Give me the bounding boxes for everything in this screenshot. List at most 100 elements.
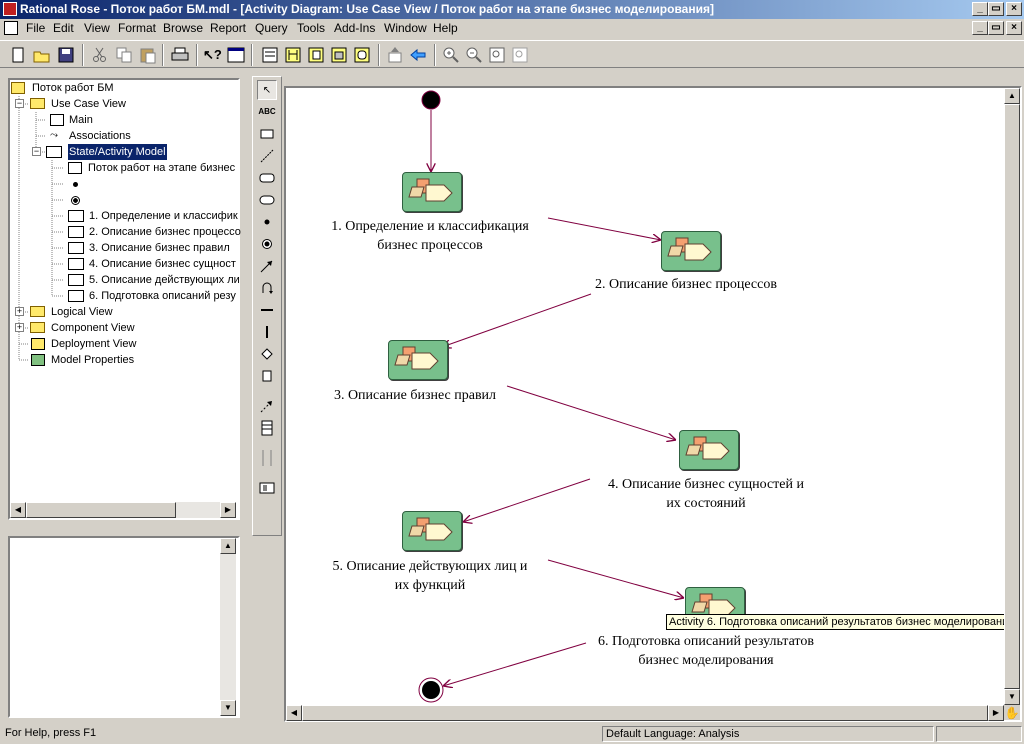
browse-parent-icon[interactable] xyxy=(385,45,405,65)
object-icon[interactable] xyxy=(257,366,277,386)
activity-icon xyxy=(68,258,84,270)
collapse-icon[interactable]: − xyxy=(32,146,41,156)
doc-restore-button[interactable]: ▭ xyxy=(988,21,1004,35)
menu-window[interactable]: Window xyxy=(384,21,427,35)
menu-file[interactable]: File xyxy=(26,21,46,35)
scroll-up-button[interactable]: ▲ xyxy=(220,538,236,554)
activity-3[interactable] xyxy=(388,340,448,380)
fit-window-icon[interactable] xyxy=(487,45,507,65)
doc-close-button[interactable]: × xyxy=(1006,21,1022,35)
menu-bar: File Edit View Format Browse Report Quer… xyxy=(0,19,1024,38)
undo-fit-icon[interactable] xyxy=(510,45,530,65)
activity-1[interactable] xyxy=(402,172,462,212)
tree-item-label: Main xyxy=(69,114,93,126)
context-help-icon[interactable]: ↖? xyxy=(203,47,222,62)
transition-5-to-6[interactable] xyxy=(547,559,684,598)
browse-previous-icon[interactable] xyxy=(408,45,428,65)
tree-item-label: Component View xyxy=(51,322,135,334)
scroll-thumb[interactable] xyxy=(302,705,988,721)
open-icon[interactable] xyxy=(32,45,52,65)
activity-icon[interactable] xyxy=(257,190,277,210)
vertical-scrollbar[interactable] xyxy=(220,554,236,700)
scroll-left-button[interactable]: ◀ xyxy=(10,502,26,518)
swimlane-icon[interactable] xyxy=(257,418,277,438)
grab-hand-icon[interactable]: ✋ xyxy=(1004,706,1020,720)
new-icon[interactable] xyxy=(8,45,28,65)
scroll-left-button[interactable]: ◀ xyxy=(286,705,302,721)
activity-diagram-icon[interactable] xyxy=(257,478,277,498)
transition-3-to-4[interactable] xyxy=(506,385,676,440)
transition-2-to-3[interactable] xyxy=(442,293,592,347)
save-icon[interactable] xyxy=(56,45,76,65)
menu-query[interactable]: Query xyxy=(255,21,288,35)
zoom-out-icon[interactable] xyxy=(464,45,484,65)
anchor-note-icon[interactable] xyxy=(257,146,277,166)
menu-browse[interactable]: Browse xyxy=(163,21,204,35)
start-state[interactable] xyxy=(421,90,441,110)
transition-1-to-2[interactable] xyxy=(547,217,661,240)
object-flow-icon[interactable] xyxy=(257,396,277,416)
text-box-icon[interactable]: ABC xyxy=(258,107,276,116)
minimize-button[interactable]: _ xyxy=(972,2,988,16)
decision-icon[interactable] xyxy=(257,344,277,364)
doc-minimize-button[interactable]: _ xyxy=(972,21,988,35)
print-icon[interactable] xyxy=(170,45,190,65)
swimlane-lines-icon[interactable] xyxy=(257,448,277,468)
menu-view[interactable]: View xyxy=(84,21,110,35)
collapse-icon[interactable]: − xyxy=(15,98,24,108)
selection-tool-icon[interactable]: ↖ xyxy=(257,80,277,100)
end-state-icon[interactable] xyxy=(257,234,277,254)
menu-format[interactable]: Format xyxy=(118,21,157,35)
scroll-down-button[interactable]: ▼ xyxy=(220,700,236,716)
close-button[interactable]: × xyxy=(1006,2,1022,16)
cut-icon[interactable] xyxy=(90,45,110,65)
tree-item-label: 1. Определение и классифик xyxy=(89,210,238,222)
menu-add-ins[interactable]: Add-Ins xyxy=(334,21,376,35)
state-icon[interactable] xyxy=(257,168,277,188)
browse-class-icon[interactable] xyxy=(260,45,280,65)
state-transition-icon[interactable] xyxy=(257,256,277,276)
browse-state-icon[interactable] xyxy=(352,45,372,65)
scroll-up-button[interactable]: ▲ xyxy=(1004,88,1020,104)
toolbar-separator xyxy=(82,44,84,66)
documentation-pane[interactable] xyxy=(8,536,240,718)
zoom-in-icon[interactable] xyxy=(441,45,461,65)
scroll-right-button[interactable]: ▶ xyxy=(988,705,1004,721)
activity-2[interactable] xyxy=(661,231,721,271)
vertical-sync-icon[interactable] xyxy=(257,322,277,342)
scroll-down-button[interactable]: ▼ xyxy=(1004,689,1020,705)
activity-5[interactable] xyxy=(402,511,462,551)
scroll-thumb[interactable] xyxy=(1004,104,1020,689)
scroll-right-button[interactable]: ▶ xyxy=(220,502,236,518)
tooltip: Activity 6. Подготовка описаний результа… xyxy=(666,614,1018,630)
transition-to-self-icon[interactable] xyxy=(257,278,277,298)
app-icon[interactable] xyxy=(3,2,17,16)
start-state-icon[interactable] xyxy=(257,212,277,232)
horizontal-sync-icon[interactable] xyxy=(257,300,277,320)
menu-help[interactable]: Help xyxy=(433,21,458,35)
transition-4-to-5[interactable] xyxy=(463,478,591,522)
expand-icon[interactable]: + xyxy=(15,306,24,316)
menu-report[interactable]: Report xyxy=(210,21,247,35)
expand-icon[interactable]: + xyxy=(15,322,24,332)
note-icon[interactable] xyxy=(257,124,277,144)
paste-icon[interactable] xyxy=(138,45,158,65)
menu-tools[interactable]: Tools xyxy=(297,21,326,35)
maximize-button[interactable]: ▭ xyxy=(988,2,1004,16)
tree-item-label: 2. Описание бизнес процессо xyxy=(89,226,241,238)
view-doc-icon[interactable] xyxy=(226,45,246,65)
activity-icon xyxy=(68,242,84,254)
diagram-toolbox xyxy=(252,76,282,536)
browse-deployment-icon[interactable] xyxy=(329,45,349,65)
browse-component-icon[interactable] xyxy=(306,45,326,65)
status-help-text: For Help, press F1 xyxy=(5,727,97,739)
transition-6-to-end[interactable] xyxy=(443,642,587,686)
document-icon[interactable] xyxy=(4,21,18,35)
activity-4[interactable] xyxy=(679,430,739,470)
associations-icon: ⤳ xyxy=(50,130,58,141)
browse-interaction-icon[interactable] xyxy=(283,45,303,65)
copy-icon[interactable] xyxy=(114,45,134,65)
menu-edit[interactable]: Edit xyxy=(53,21,74,35)
scroll-thumb[interactable] xyxy=(26,502,176,518)
